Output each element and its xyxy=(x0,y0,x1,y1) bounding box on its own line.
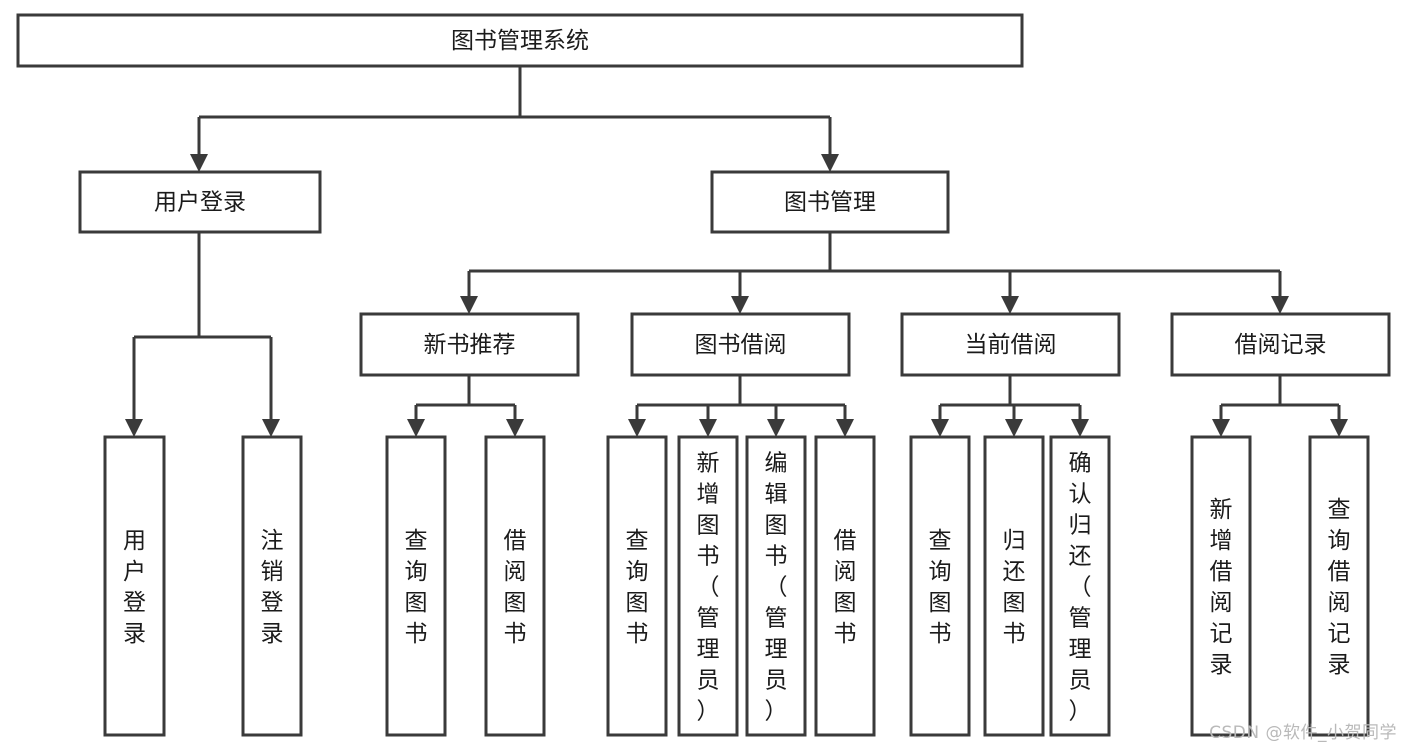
node-box[interactable] xyxy=(814,435,876,737)
node-box[interactable] xyxy=(484,435,546,737)
node-label: 查询借阅记录 xyxy=(1328,497,1351,678)
node-leaf-add-book[interactable]: 新增图书（管理员） xyxy=(677,435,739,737)
node-box[interactable] xyxy=(359,312,580,377)
node-box[interactable] xyxy=(78,170,322,234)
node-box[interactable] xyxy=(241,435,303,737)
arrow-head xyxy=(931,419,949,437)
node-label: 新书推荐 xyxy=(424,332,516,358)
node-label: 编辑图书（管理员） xyxy=(765,451,788,725)
arrow-head xyxy=(262,419,280,437)
node-book-manage[interactable]: 图书管理 xyxy=(710,170,950,234)
node-leaf-borrow-book-1[interactable]: 借阅图书 xyxy=(484,435,546,737)
node-label: 当前借阅 xyxy=(965,332,1057,358)
node-leaf-add-record[interactable]: 新增借阅记录 xyxy=(1190,435,1252,737)
node-box[interactable] xyxy=(1170,312,1391,377)
node-label: 查询图书 xyxy=(405,528,428,647)
csdn-watermark: CSDN @软件_小贺同学 xyxy=(1209,723,1397,743)
node-boxes-layer: 图书管理系统用户登录图书管理新书推荐图书借阅当前借阅借阅记录用户登录注销登录查询… xyxy=(16,13,1391,737)
node-current-borrow[interactable]: 当前借阅 xyxy=(900,312,1121,377)
arrow-head xyxy=(767,419,785,437)
node-box[interactable] xyxy=(710,170,950,234)
node-label: 注销登录 xyxy=(261,528,284,647)
node-box[interactable] xyxy=(606,435,668,737)
arrow-head xyxy=(1005,419,1023,437)
node-label: 图书管理 xyxy=(784,190,876,216)
node-leaf-borrow-book-2[interactable]: 借阅图书 xyxy=(814,435,876,737)
node-label: 新增借阅记录 xyxy=(1210,497,1233,678)
node-box[interactable] xyxy=(677,435,739,737)
node-leaf-confirm-return[interactable]: 确认归还（管理员） xyxy=(1049,435,1111,737)
arrow-head xyxy=(506,419,524,437)
node-box[interactable] xyxy=(1049,435,1111,737)
node-book-borrow[interactable]: 图书借阅 xyxy=(630,312,851,377)
node-box[interactable] xyxy=(103,435,166,737)
node-label: 借阅图书 xyxy=(834,528,857,647)
arrow-head xyxy=(1212,419,1230,437)
node-label: 借阅记录 xyxy=(1235,332,1327,358)
node-label: 确认归还（管理员） xyxy=(1069,451,1092,725)
node-box[interactable] xyxy=(16,13,1024,68)
arrow-head xyxy=(836,419,854,437)
arrow-head xyxy=(460,296,478,314)
node-box[interactable] xyxy=(900,312,1121,377)
node-leaf-return-book[interactable]: 归还图书 xyxy=(983,435,1045,737)
node-leaf-query-book-2[interactable]: 查询图书 xyxy=(606,435,668,737)
node-label: 用户登录 xyxy=(123,528,146,647)
node-user-login[interactable]: 用户登录 xyxy=(78,170,322,234)
node-leaf-query-record[interactable]: 查询借阅记录 xyxy=(1308,435,1370,737)
node-box[interactable] xyxy=(385,435,447,737)
node-leaf-logout[interactable]: 注销登录 xyxy=(241,435,303,737)
arrow-head xyxy=(1330,419,1348,437)
node-leaf-query-book-3[interactable]: 查询图书 xyxy=(909,435,971,737)
arrow-head xyxy=(190,154,208,172)
node-label: 图书借阅 xyxy=(695,332,787,358)
node-leaf-user-login[interactable]: 用户登录 xyxy=(103,435,166,737)
node-box[interactable] xyxy=(909,435,971,737)
node-leaf-edit-book[interactable]: 编辑图书（管理员） xyxy=(745,435,807,737)
arrow-head xyxy=(125,419,143,437)
node-label: 归还图书 xyxy=(1003,528,1026,647)
node-label: 用户登录 xyxy=(154,190,246,216)
node-label: 新增图书（管理员） xyxy=(697,451,720,725)
node-leaf-query-book-1[interactable]: 查询图书 xyxy=(385,435,447,737)
node-root-图书管理系统[interactable]: 图书管理系统 xyxy=(16,13,1024,68)
arrow-head xyxy=(821,154,839,172)
node-box[interactable] xyxy=(983,435,1045,737)
arrow-head xyxy=(1071,419,1089,437)
node-box[interactable] xyxy=(630,312,851,377)
node-new-book-rec[interactable]: 新书推荐 xyxy=(359,312,580,377)
arrow-head xyxy=(628,419,646,437)
arrow-head xyxy=(731,296,749,314)
arrow-head xyxy=(699,419,717,437)
connector-edges-layer xyxy=(125,66,1348,437)
node-borrow-record[interactable]: 借阅记录 xyxy=(1170,312,1391,377)
node-label: 查询图书 xyxy=(929,528,952,647)
node-box[interactable] xyxy=(745,435,807,737)
node-label: 查询图书 xyxy=(626,528,649,647)
arrow-head xyxy=(407,419,425,437)
node-box[interactable] xyxy=(1190,435,1252,737)
arrow-head xyxy=(1271,296,1289,314)
arrow-head xyxy=(1001,296,1019,314)
node-label: 图书管理系统 xyxy=(451,28,589,54)
node-label: 借阅图书 xyxy=(504,528,527,647)
node-box[interactable] xyxy=(1308,435,1370,737)
